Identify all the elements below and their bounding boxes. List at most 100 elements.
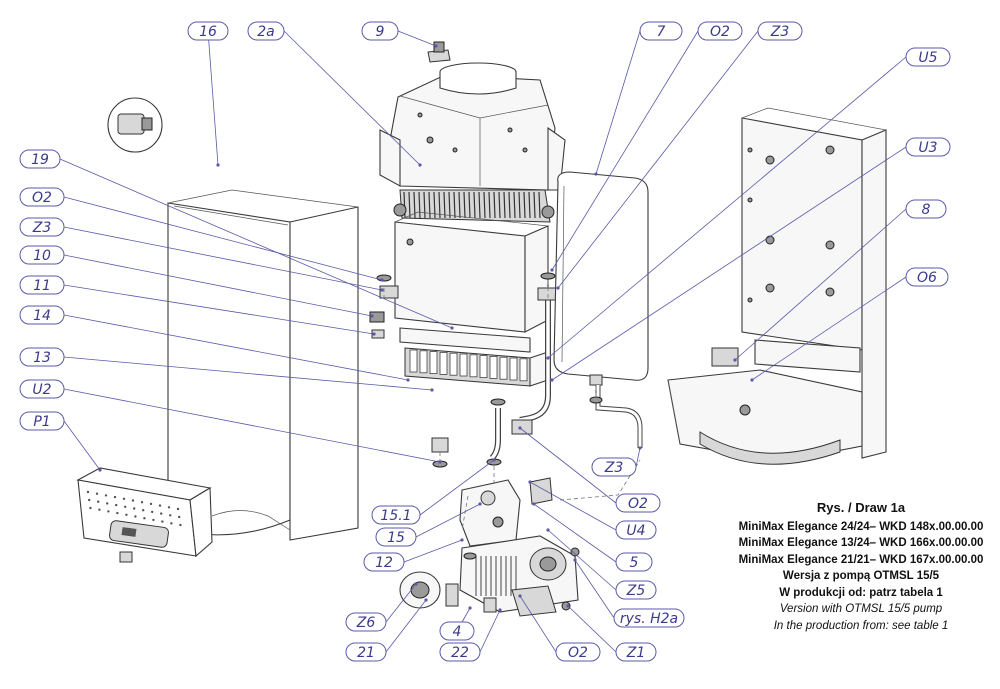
- leader-end: [532, 502, 536, 506]
- vent-hole: [89, 506, 92, 510]
- callout-text: Z3: [770, 24, 790, 40]
- callout-label: 11: [19, 275, 65, 295]
- vent-hole: [124, 505, 127, 508]
- vent-hole: [113, 495, 117, 499]
- leader-line: [567, 605, 617, 653]
- callout-text: rys. H2a: [620, 611, 678, 627]
- callout-text: 21: [357, 645, 375, 661]
- callout-text: 5: [630, 555, 639, 571]
- leader-line: [419, 459, 495, 516]
- callout-text: 14: [33, 308, 51, 324]
- callout-text: Z1: [626, 645, 646, 661]
- heat-exchanger-fin: [528, 191, 531, 219]
- heat-exchanger-fin: [493, 191, 496, 219]
- callout-box: [615, 642, 657, 662]
- leader-end: [546, 528, 550, 532]
- leader-line: [63, 420, 101, 471]
- callout-box: [361, 21, 399, 41]
- callout-text: 9: [376, 24, 385, 40]
- leader-end: [518, 426, 522, 430]
- caption-pump-pl: Wersja z pompą OTMSL 15/5: [782, 570, 940, 582]
- callout-label: Z6: [345, 612, 387, 632]
- vent-hole: [86, 490, 90, 494]
- callout-box: [19, 347, 65, 367]
- callout-box: [615, 520, 657, 540]
- leader-end: [498, 608, 502, 612]
- leader-end: [216, 163, 220, 167]
- callout-box: [19, 275, 65, 295]
- heat-exchanger-fin: [448, 191, 451, 219]
- callout-label: O2: [615, 493, 661, 513]
- burner-ramp: [409, 349, 418, 373]
- callout-box: [439, 642, 481, 662]
- callout-box: [615, 580, 657, 600]
- sensor-part: [427, 41, 451, 63]
- burner-ramp: [469, 354, 478, 378]
- leader-line: [551, 30, 699, 271]
- leader-end: [750, 378, 754, 382]
- callout-text: O2: [32, 190, 52, 206]
- callout-label: 8: [905, 199, 947, 219]
- leader-end: [450, 326, 454, 330]
- leader-line: [751, 276, 907, 381]
- callout-box: [19, 379, 65, 399]
- leader-end: [414, 582, 418, 586]
- callout-label: Z1: [615, 642, 657, 662]
- callout-box: [905, 47, 951, 67]
- burner-part: [399, 327, 549, 387]
- leader-line: [595, 30, 641, 175]
- leader-end: [434, 44, 438, 48]
- burner-ramp: [489, 355, 498, 379]
- leader-line: [519, 427, 617, 504]
- heat-exchanger-fin: [498, 191, 501, 219]
- vent-hole: [140, 501, 144, 504]
- caption-model-2: MiniMax Elegance 13/24– WKD 166x.00.00.0…: [738, 537, 984, 549]
- leader-line: [479, 609, 501, 653]
- callout-label: U3: [905, 137, 951, 157]
- callout-label: U4: [615, 520, 657, 540]
- burner-ramp: [499, 356, 508, 380]
- callout-box: [757, 21, 803, 41]
- caption-title: Rys. / Draw 1a: [816, 500, 906, 515]
- vent-hole: [88, 498, 91, 502]
- combustion-chamber-part: [394, 211, 549, 333]
- caption-pump-en: Version with OTMSL 15/5 pump: [779, 603, 943, 615]
- callout-box: [345, 612, 387, 632]
- callout-text: 12: [375, 555, 393, 571]
- leader-end: [478, 502, 482, 506]
- leader-end: [594, 172, 598, 176]
- leader-end: [460, 538, 464, 542]
- leader-line: [63, 314, 409, 381]
- heat-exchanger-fin: [438, 191, 441, 219]
- leader-end: [468, 606, 472, 610]
- heat-exchanger-fin: [513, 191, 516, 219]
- leader-line: [734, 208, 907, 361]
- leader-lines: [59, 30, 907, 653]
- vent-hole: [97, 500, 100, 503]
- leader-line: [63, 284, 375, 335]
- heat-exchanger-fin: [428, 191, 431, 219]
- burner-ramp: [449, 352, 458, 376]
- leader-end: [424, 598, 428, 602]
- detail-circle: [107, 97, 163, 153]
- heat-exchanger-fin: [408, 191, 411, 219]
- callout-label: O2: [555, 642, 601, 662]
- callout-label: Z3: [757, 21, 803, 41]
- heat-exchanger-fin: [468, 191, 471, 219]
- callout-text: 16: [199, 24, 217, 40]
- drawing-caption: Rys. / Draw 1a MiniMax Elegance 24/24– W…: [730, 500, 992, 634]
- control-panel-part: [76, 467, 291, 563]
- right-pipe-part: [486, 272, 559, 466]
- leader-line: [547, 529, 617, 591]
- caption-model-1: MiniMax Elegance 24/24– WKD 148x.00.00.0…: [738, 520, 984, 533]
- callout-box: [19, 305, 65, 325]
- callout-box: [19, 187, 65, 207]
- leader-end: [550, 378, 554, 382]
- leader-end: [556, 286, 560, 290]
- base-tray-part: [667, 339, 863, 465]
- leader-line: [59, 158, 453, 329]
- callout-box: [613, 608, 685, 628]
- callout-box: [371, 505, 421, 525]
- callout-label: U2: [19, 379, 65, 399]
- vent-hole: [125, 513, 128, 516]
